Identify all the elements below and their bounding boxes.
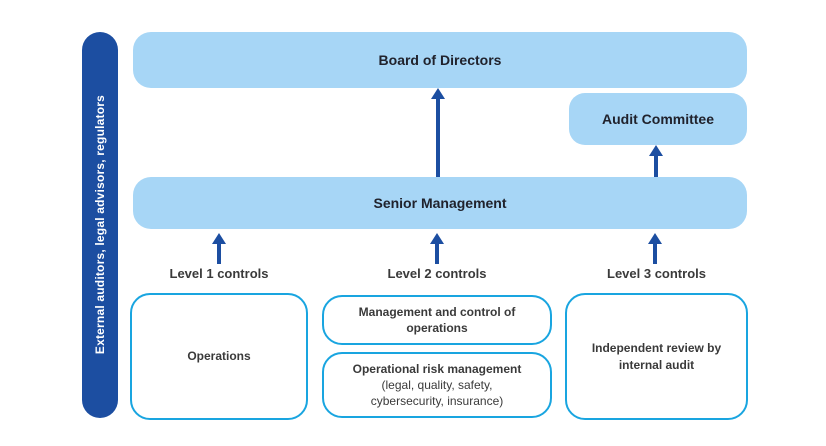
level-3-controls-label: Level 3 controls xyxy=(607,266,706,281)
board-of-directors-label: Board of Directors xyxy=(378,52,502,68)
operational-risk-box: Operational risk management (legal, qual… xyxy=(322,352,552,418)
operations-box: Operations xyxy=(130,293,308,420)
level-2-controls-label: Level 2 controls xyxy=(387,266,487,281)
operational-risk-detail: (legal, quality, safety, cybersecurity, … xyxy=(370,377,504,409)
up-arrow-level2-to-senior-icon xyxy=(430,233,444,264)
independent-review-box: Independent review by internal audit xyxy=(565,293,748,420)
arrow-shaft xyxy=(654,156,658,177)
up-arrow-level1-to-senior-icon xyxy=(212,233,226,264)
management-control-label: Management and control of operations xyxy=(358,304,516,335)
up-arrow-senior-to-board-icon xyxy=(431,88,445,177)
arrow-head-icon xyxy=(649,145,663,156)
external-parties-pill: External auditors, legal advisors, regul… xyxy=(82,32,118,418)
audit-committee-node: Audit Committee xyxy=(569,93,747,145)
independent-review-label: Independent review by internal audit xyxy=(591,341,722,372)
up-arrow-level3-to-senior-icon xyxy=(648,233,662,264)
operations-label: Operations xyxy=(187,349,251,364)
senior-management-label: Senior Management xyxy=(373,195,507,211)
arrow-head-icon xyxy=(212,233,226,244)
arrow-head-icon xyxy=(430,233,444,244)
arrow-head-icon xyxy=(648,233,662,244)
arrow-shaft xyxy=(435,244,439,264)
senior-management-node: Senior Management xyxy=(133,177,747,229)
audit-committee-label: Audit Committee xyxy=(602,111,714,127)
arrow-shaft xyxy=(217,244,221,264)
up-arrow-senior-to-audit-icon xyxy=(649,145,663,177)
level-1-controls-label: Level 1 controls xyxy=(169,266,269,281)
board-of-directors-node: Board of Directors xyxy=(133,32,747,88)
arrow-shaft xyxy=(436,99,440,177)
operational-risk-title: Operational risk management xyxy=(352,361,522,376)
external-parties-label: External auditors, legal advisors, regul… xyxy=(93,95,107,355)
arrow-shaft xyxy=(653,244,657,264)
management-control-box: Management and control of operations xyxy=(322,295,552,345)
arrow-head-icon xyxy=(431,88,445,99)
